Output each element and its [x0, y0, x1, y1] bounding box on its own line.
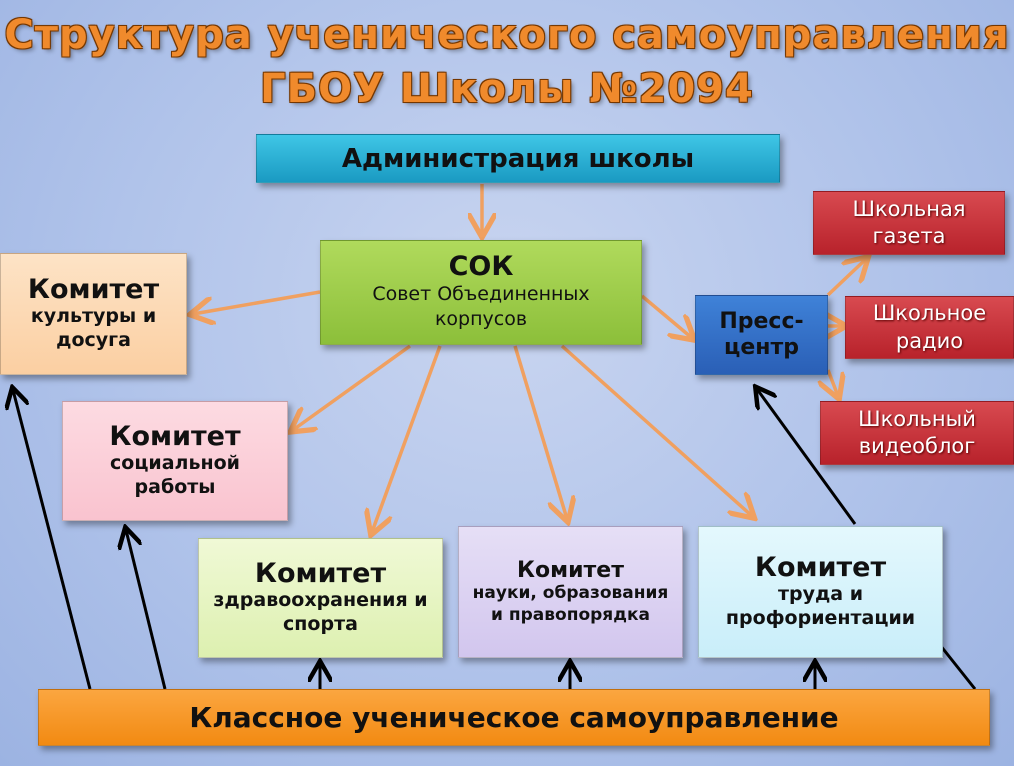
committee-social-title: Комитет — [109, 421, 241, 453]
committee-science: Комитет науки, образования и правопорядк… — [458, 526, 683, 658]
committee-culture-desc: культуры и досуга — [30, 305, 157, 351]
title-line-2: ГБОУ Школы №2094 — [260, 66, 754, 112]
sok-title: СОК — [448, 251, 514, 283]
media-vlog: Школьный видеоблог — [820, 401, 1014, 465]
committee-health: Комитет здравоохранения и спорта — [198, 538, 443, 658]
sok-subtitle: Совет Объединенных корпусов — [372, 282, 590, 331]
committee-social-desc: социальной работы — [110, 452, 240, 498]
committee-science-title: Комитет — [517, 558, 624, 584]
arrow-bottom-social — [126, 530, 167, 690]
class-self-government-box: Классное ученическое самоуправление — [38, 689, 990, 746]
title-line-1: Структура ученического самоуправления — [4, 12, 1010, 58]
committee-culture: Комитет культуры и досуга — [0, 253, 187, 375]
arrow-labor-press — [757, 389, 857, 525]
sok-box: СОК Совет Объединенных корпусов — [320, 240, 642, 345]
arrow-sok-press — [640, 294, 692, 338]
committee-culture-title: Комитет — [27, 274, 160, 306]
arrow-sok-science — [513, 345, 567, 519]
arrow-sok-labor — [560, 344, 752, 516]
arrow-sok-health — [372, 345, 442, 532]
committee-social: Комитет социальной работы — [62, 401, 288, 521]
committee-science-desc: науки, образования и правопорядка — [472, 583, 669, 625]
arrow-press-vlog — [828, 369, 838, 396]
committee-health-desc: здравоохранения и спорта — [213, 589, 428, 635]
committee-labor-title: Комитет — [754, 552, 887, 584]
media-newspaper: Школьная газета — [813, 191, 1005, 255]
admin-box: Администрация школы — [256, 134, 780, 183]
line-bottom-labor — [938, 644, 977, 690]
committee-labor-desc: труда и профориентации — [725, 583, 916, 629]
arrow-bottom-culture — [13, 390, 92, 690]
arrow-sok-social — [293, 344, 412, 430]
committee-labor: Комитет труда и профориентации — [698, 526, 943, 658]
media-radio: Школьное радио — [845, 296, 1014, 359]
arrow-press-newspaper — [826, 259, 866, 297]
arrow-sok-culture — [193, 290, 321, 314]
committee-health-title: Комитет — [254, 558, 387, 590]
press-center-box: Пресс-центр — [695, 295, 828, 375]
